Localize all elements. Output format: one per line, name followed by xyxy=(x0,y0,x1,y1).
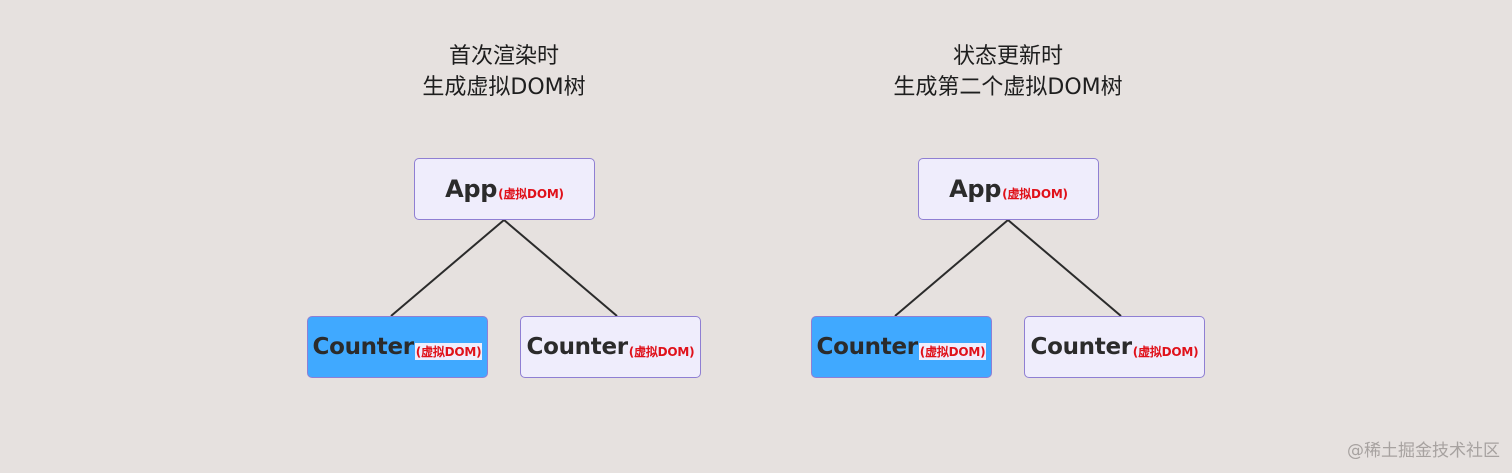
edge-left-app-to-counter-b xyxy=(503,219,618,317)
caption-state-update-line1: 状态更新时 xyxy=(952,44,1063,69)
left-counter-node: Counter (虚拟DOM) xyxy=(520,316,701,378)
edge-left-app-to-counter-a xyxy=(390,219,505,317)
right-app-name: App xyxy=(949,175,1002,203)
right-counter-node-highlighted: Counter (虚拟DOM) xyxy=(811,316,992,378)
caption-state-update-line2: 生成第二个虚拟DOM树 xyxy=(893,75,1123,100)
left-app-tag: (虚拟DOM) xyxy=(498,187,564,201)
caption-first-render-line2: 生成虚拟DOM树 xyxy=(422,75,586,100)
left-counter-a-tag: (虚拟DOM) xyxy=(414,343,483,360)
watermark: @稀土掘金技术社区 xyxy=(1347,441,1500,461)
right-counter-node: Counter (虚拟DOM) xyxy=(1024,316,1205,378)
right-counter-b-tag: (虚拟DOM) xyxy=(1132,345,1199,359)
right-counter-b-name: Counter xyxy=(1030,334,1133,360)
left-counter-b-tag: (虚拟DOM) xyxy=(628,345,695,359)
left-app-name: App xyxy=(445,175,498,203)
edge-right-app-to-counter-a xyxy=(894,219,1009,317)
right-app-tag: (虚拟DOM) xyxy=(1002,187,1068,201)
right-counter-a-tag: (虚拟DOM) xyxy=(918,343,987,360)
left-counter-node-highlighted: Counter (虚拟DOM) xyxy=(307,316,488,378)
caption-state-update: 状态更新时 生成第二个虚拟DOM树 xyxy=(828,41,1188,103)
edge-right-app-to-counter-b xyxy=(1007,219,1122,317)
left-counter-a-name: Counter xyxy=(312,334,415,360)
caption-first-render: 首次渲染时 生成虚拟DOM树 xyxy=(324,41,684,103)
left-counter-b-name: Counter xyxy=(526,334,629,360)
right-app-node: App (虚拟DOM) xyxy=(918,158,1099,220)
caption-first-render-line1: 首次渲染时 xyxy=(448,44,559,69)
right-counter-a-name: Counter xyxy=(816,334,919,360)
left-app-node: App (虚拟DOM) xyxy=(414,158,595,220)
